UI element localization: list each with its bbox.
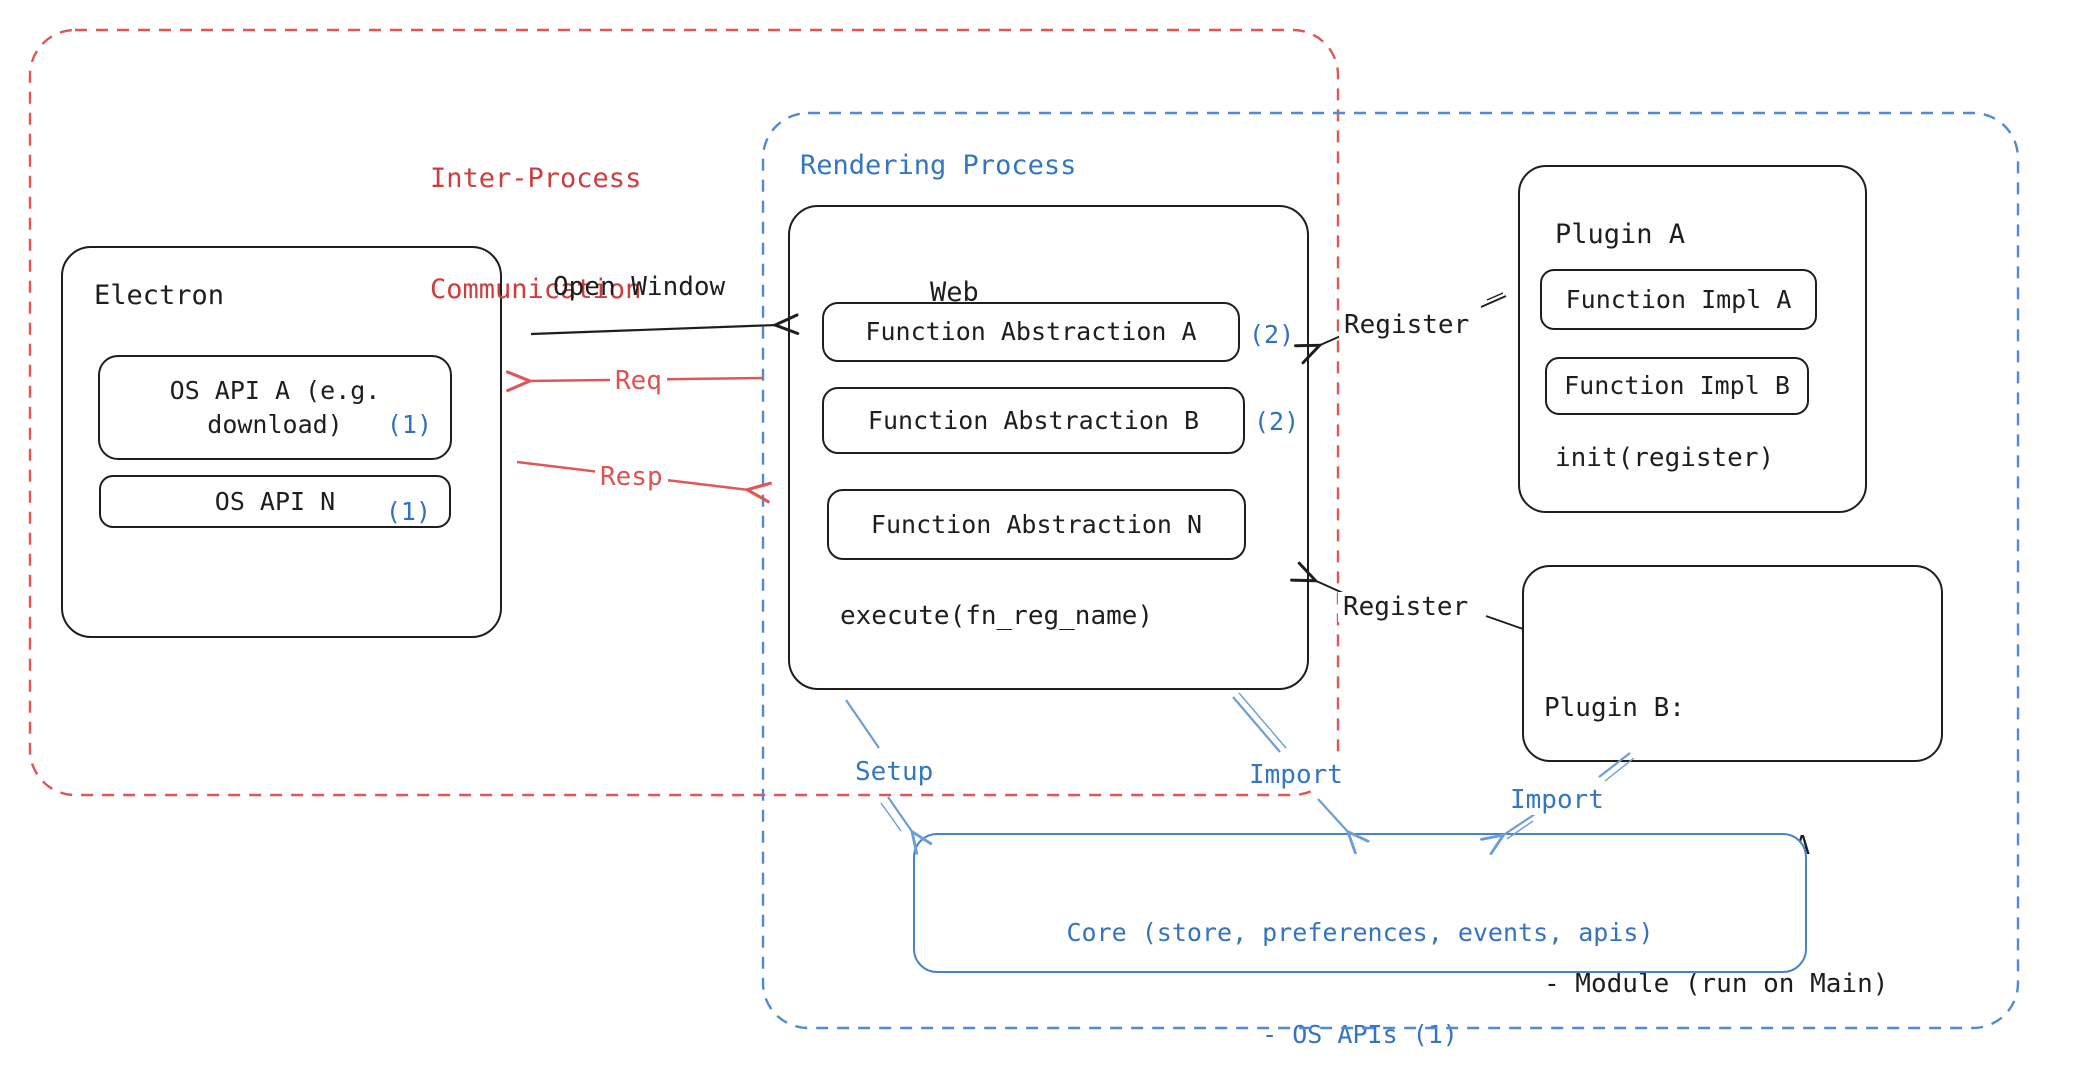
- open-window-label: Open Window: [553, 272, 726, 302]
- execute-call-label: execute(fn_reg_name): [840, 601, 1154, 631]
- import-plugin-label: Import: [1505, 785, 1609, 815]
- init-register-label: init(register): [1555, 443, 1775, 473]
- register-top-label: Register: [1339, 310, 1475, 340]
- setup-arrow-echo: [880, 802, 902, 832]
- function-impl-b-box: Function Impl B: [1545, 357, 1809, 415]
- function-abstraction-n-box: Function Abstraction N: [827, 489, 1246, 560]
- function-abstraction-n-label: Function Abstraction N: [870, 510, 1203, 539]
- import-web-label: Import: [1244, 760, 1348, 790]
- function-abstraction-a-label: Function Abstraction A: [865, 317, 1197, 346]
- function-abstraction-a-badge: (2): [1249, 320, 1295, 349]
- core-line-2: - OS APIs (1): [1262, 1020, 1458, 1049]
- os-api-n-box: OS API N (1): [99, 475, 451, 528]
- web-box: Web Function Abstraction A (2) Function …: [788, 205, 1309, 690]
- import-web-arrow: [1317, 798, 1349, 833]
- core-box: Core (store, preferences, events, apis) …: [913, 833, 1807, 1049]
- function-abstraction-b-box: Function Abstraction B: [822, 387, 1245, 454]
- setup-arrow: [887, 796, 913, 833]
- plugin-a-box: Plugin A Function Impl A Function Impl B…: [1518, 165, 1867, 513]
- ipc-title-line1: Inter-Process: [430, 163, 642, 194]
- function-abstraction-a-box: Function Abstraction A: [822, 302, 1240, 362]
- os-api-n-label: OS API N: [214, 487, 336, 516]
- os-api-n-badge: (1): [385, 497, 431, 526]
- setup-label: Setup: [850, 757, 939, 787]
- plugin-b-box: Plugin B: - Function Impl A - Module (ru…: [1522, 565, 1943, 999]
- import-web-upper-segment: [1232, 696, 1281, 753]
- electron-title: Electron: [94, 280, 225, 311]
- register-top-stub-echo: [1486, 292, 1504, 301]
- ipc-title-line2: Communication: [430, 274, 642, 305]
- req-label: Req: [610, 366, 667, 396]
- function-abstraction-b-label: Function Abstraction B: [867, 406, 1200, 435]
- ipc-title: Inter-Process Communication: [430, 86, 641, 382]
- function-impl-a-label: Function Impl A: [1565, 285, 1792, 314]
- os-api-a-badge: (1): [386, 410, 432, 439]
- setup-arrow-upper-segment: [845, 699, 880, 749]
- function-abstraction-b-badge: (2): [1254, 407, 1300, 436]
- os-api-a-line1: OS API A (e.g.: [169, 376, 381, 405]
- plugin-a-title: Plugin A: [1555, 219, 1686, 250]
- register-bottom-label: Register: [1338, 592, 1474, 622]
- function-impl-a-box: Function Impl A: [1540, 269, 1817, 330]
- plugin-b-title: Plugin B:: [1544, 693, 1685, 723]
- rendering-title: Rendering Process: [800, 150, 1077, 181]
- register-top-stub: [1480, 295, 1507, 308]
- register-bottom-stub: [1485, 615, 1524, 630]
- core-line-1: Core (store, preferences, events, apis): [1066, 918, 1654, 947]
- function-impl-b-label: Function Impl B: [1564, 371, 1790, 400]
- os-api-a-box: OS API A (e.g. download) (1): [98, 355, 452, 460]
- resp-label: Resp: [595, 462, 668, 492]
- import-web-upper-echo: [1238, 692, 1287, 749]
- core-text: Core (store, preferences, events, apis) …: [915, 848, 1805, 1066]
